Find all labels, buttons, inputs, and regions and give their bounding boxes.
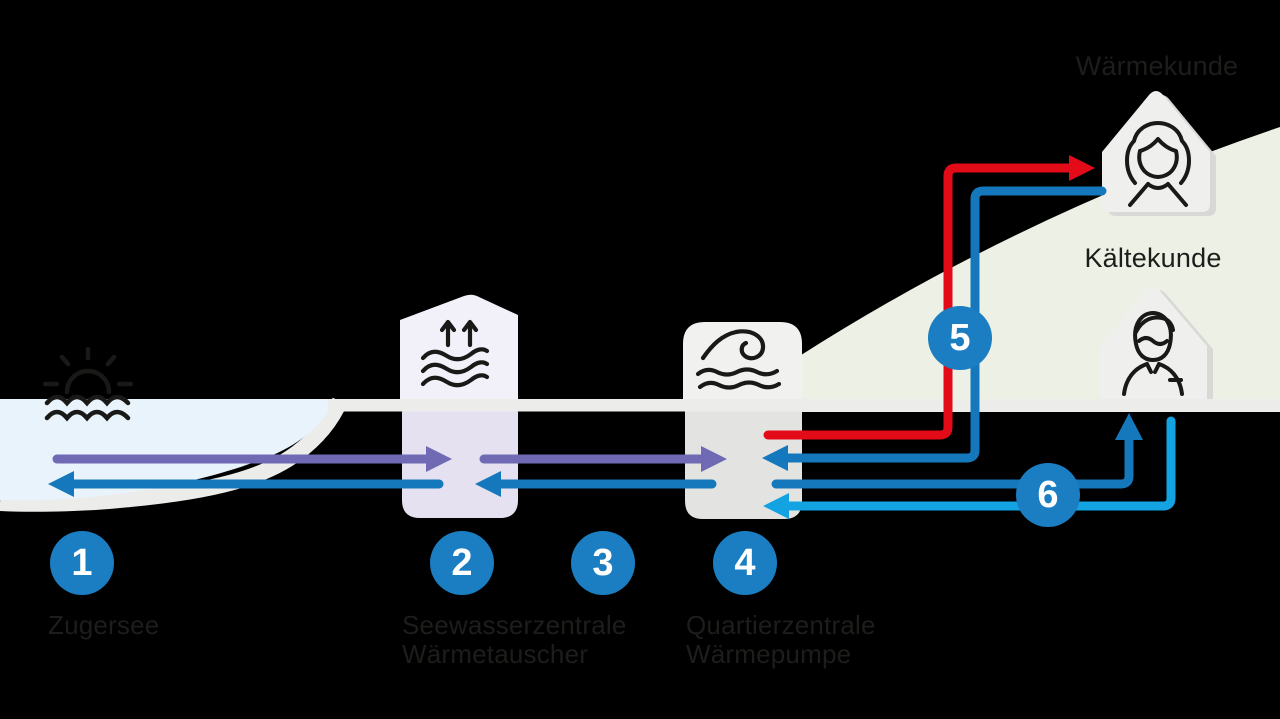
cold-return-arrowheads: [48, 413, 1143, 497]
step-number: 6: [1037, 474, 1059, 516]
seawater-station-above-ground: [400, 294, 518, 399]
heat-supply-arrowhead: [1069, 155, 1095, 181]
man-icon: [1122, 311, 1184, 396]
arrowhead-into-coldcustomer: [1115, 413, 1143, 440]
pipe-pump-to-heatcustomer: [763, 163, 1075, 440]
coldcustomer-return-pipe: [783, 416, 1176, 511]
label-waermekunde: Wärmekunde: [1075, 51, 1239, 81]
arrowhead-into-pump-return: [762, 445, 788, 471]
cold-customer-house: [1100, 287, 1213, 410]
label-seewasserzentrale: Seewasserzentrale Wärmetauscher: [402, 611, 627, 669]
up-arrows-over-waves-icon: [420, 319, 490, 388]
lake-water-supply-arrowheads: [426, 446, 727, 472]
arrowhead-into-heatcustomer: [1069, 155, 1095, 181]
pipe-pump-to-coldcustomer: [771, 436, 1134, 489]
heat-supply-pipe: [763, 163, 1075, 440]
wave-icon: [695, 329, 782, 390]
arrowhead-into-pump: [701, 446, 727, 472]
seawater-station-building: [400, 294, 518, 518]
label-line-2: Wärmepumpe: [686, 639, 852, 669]
pipe-coldcustomer-to-pump: [783, 416, 1176, 511]
step-number: 4: [734, 542, 756, 584]
label-zugersee: Zugersee: [48, 610, 160, 640]
step-number: 3: [592, 542, 614, 584]
label-line-2: Wärmetauscher: [402, 639, 589, 669]
label-quartierzentrale: Quartierzentrale Wärmepumpe: [686, 611, 876, 669]
label-line-1: Quartierzentrale: [686, 610, 876, 640]
label-kaeltekunde: Kältekunde: [1084, 243, 1222, 273]
district-station-above-ground: [683, 322, 802, 399]
step-circle-3: 3: [571, 531, 635, 595]
sun-over-water-icon: [42, 346, 134, 422]
arrowhead-into-lake: [48, 471, 74, 497]
label-line-1: Seewasserzentrale: [402, 610, 627, 640]
step-circle-4: 4: [713, 531, 777, 595]
heat-customer-house: [1102, 91, 1216, 216]
step-number: 2: [451, 542, 473, 584]
step-circle-5: 5: [928, 306, 992, 370]
district-station-building: [683, 322, 802, 519]
woman-icon: [1125, 121, 1191, 207]
step-circle-2: 2: [430, 531, 494, 595]
coldcustomer-return-arrowhead: [763, 493, 789, 519]
lake-shape: [0, 399, 337, 501]
step-number: 5: [949, 317, 971, 359]
arrowhead-into-exchanger-return: [475, 471, 501, 497]
ground-band: [328, 399, 1280, 412]
arrowhead-into-exchanger: [426, 446, 452, 472]
step-number: 1: [71, 542, 93, 584]
step-circle-6: 6: [1016, 463, 1080, 527]
seawater-station-below-ground: [402, 411, 518, 518]
arrowhead-into-pump-cold: [763, 493, 789, 519]
step-circle-1: 1: [50, 531, 114, 595]
heat-house-shape: [1102, 91, 1210, 212]
